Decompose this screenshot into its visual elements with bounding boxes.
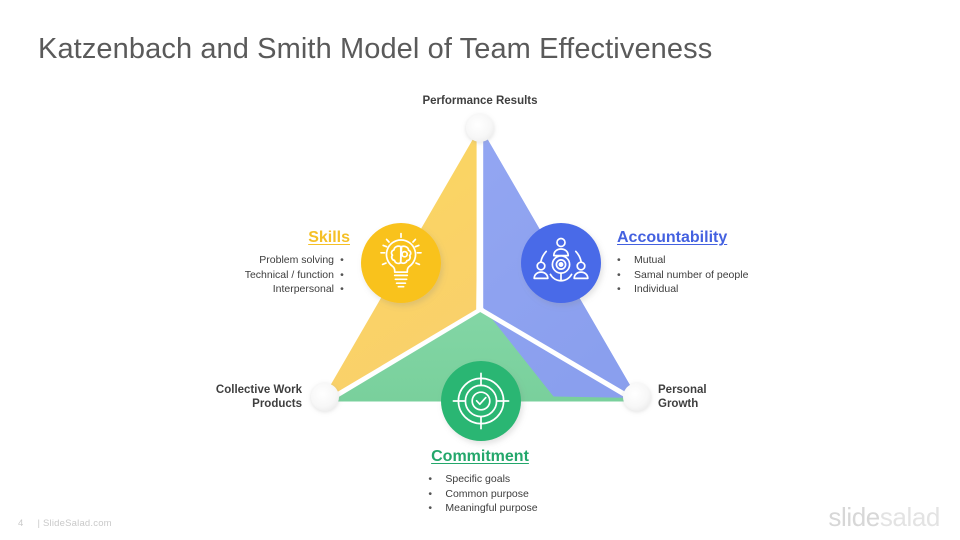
- list-item: • Mutual: [617, 253, 847, 268]
- brand-logo: slidesalad: [828, 502, 940, 532]
- segment-divider-left: [323, 307, 482, 404]
- vertex-label-left-line1: Collective Work: [215, 384, 302, 396]
- list-item: • Common purpose: [428, 487, 537, 502]
- target-check-icon: [452, 372, 510, 430]
- icon-circle-skills[interactable]: [361, 223, 441, 303]
- bullet-dot-icon: •: [340, 283, 344, 295]
- vertex-label-personal-growth: Personal Growth: [658, 383, 808, 411]
- bullet-dot-icon: •: [340, 254, 344, 266]
- lightbulb-brain-icon: [380, 232, 422, 288]
- text-block-accountability: Accountability • Mutual • Samal number of …: [617, 228, 847, 297]
- team-network-icon: [533, 237, 589, 282]
- heading-commitment[interactable]: Commitment: [431, 448, 529, 465]
- slide-footer: 4 | SlideSalad.com: [18, 518, 112, 529]
- list-item: Interpersonal •: [150, 282, 350, 297]
- brand-logo-part1: slide: [828, 502, 880, 532]
- page-number: 4: [18, 518, 24, 529]
- bullet-dot-icon: •: [428, 502, 433, 514]
- text-block-skills: Skills Problem solving • Technical / func…: [150, 228, 350, 297]
- list-item: • Meaningful purpose: [428, 501, 537, 516]
- footer-source: | SlideSalad.com: [37, 518, 112, 529]
- bullet-text: Specific goals: [445, 473, 511, 485]
- bullet-list-skills: Problem solving • Technical / function • I…: [150, 253, 350, 297]
- list-item: • Samal number of people: [617, 268, 847, 283]
- bullet-text: Technical / function: [244, 268, 334, 281]
- heading-accountability[interactable]: Accountability: [617, 229, 728, 246]
- list-item: • Individual: [617, 282, 847, 297]
- bullet-list-accountability: • Mutual • Samal number of people • Individ…: [617, 253, 847, 297]
- heading-skills[interactable]: Skills: [308, 229, 350, 246]
- bullet-text: Common purpose: [445, 487, 529, 500]
- vertex-knob-left[interactable]: [311, 383, 339, 411]
- vertex-knob-right[interactable]: [623, 383, 651, 411]
- vertex-label-right-line1: Personal: [658, 384, 707, 396]
- text-block-commitment: Commitment • Specific goals • Common purpo…: [380, 447, 580, 516]
- bullet-text: Problem solving: [259, 254, 334, 266]
- icon-circle-accountability[interactable]: [521, 223, 601, 303]
- page-title: Katzenbach and Smith Model of Team Effec…: [38, 33, 713, 65]
- segment-divider-top: [476, 128, 484, 310]
- bullet-list-commitment: • Specific goals • Common purpose • Meaning…: [428, 472, 537, 516]
- list-item: Technical / function •: [150, 268, 350, 283]
- vertex-label-collective-work-products: Collective Work Products: [150, 383, 302, 411]
- bullet-dot-icon: •: [340, 268, 344, 281]
- vertex-knob-top[interactable]: [466, 114, 494, 142]
- vertex-label-left-line2: Products: [252, 398, 302, 410]
- list-item: Problem solving •: [150, 253, 350, 268]
- bullet-text: Individual: [634, 283, 679, 295]
- brand-logo-part2: salad: [879, 502, 941, 532]
- bullet-dot-icon: •: [428, 473, 433, 485]
- bullet-dot-icon: •: [617, 268, 621, 281]
- bullet-dot-icon: •: [617, 254, 621, 266]
- bullet-text: Meaningful purpose: [445, 502, 538, 514]
- segment-divider-right: [478, 307, 640, 404]
- vertex-label-right-line2: Growth: [658, 398, 699, 410]
- bullet-dot-icon: •: [617, 283, 621, 295]
- bullet-text: Mutual: [634, 254, 666, 266]
- list-item: • Specific goals: [428, 472, 537, 487]
- bullet-text: Samal number of people: [634, 268, 749, 281]
- bullet-text: Interpersonal: [272, 283, 334, 295]
- bullet-dot-icon: •: [428, 487, 433, 500]
- vertex-knobs: [311, 114, 651, 411]
- icon-circle-commitment[interactable]: [441, 361, 521, 441]
- vertex-label-performance-results: Performance Results: [422, 95, 538, 107]
